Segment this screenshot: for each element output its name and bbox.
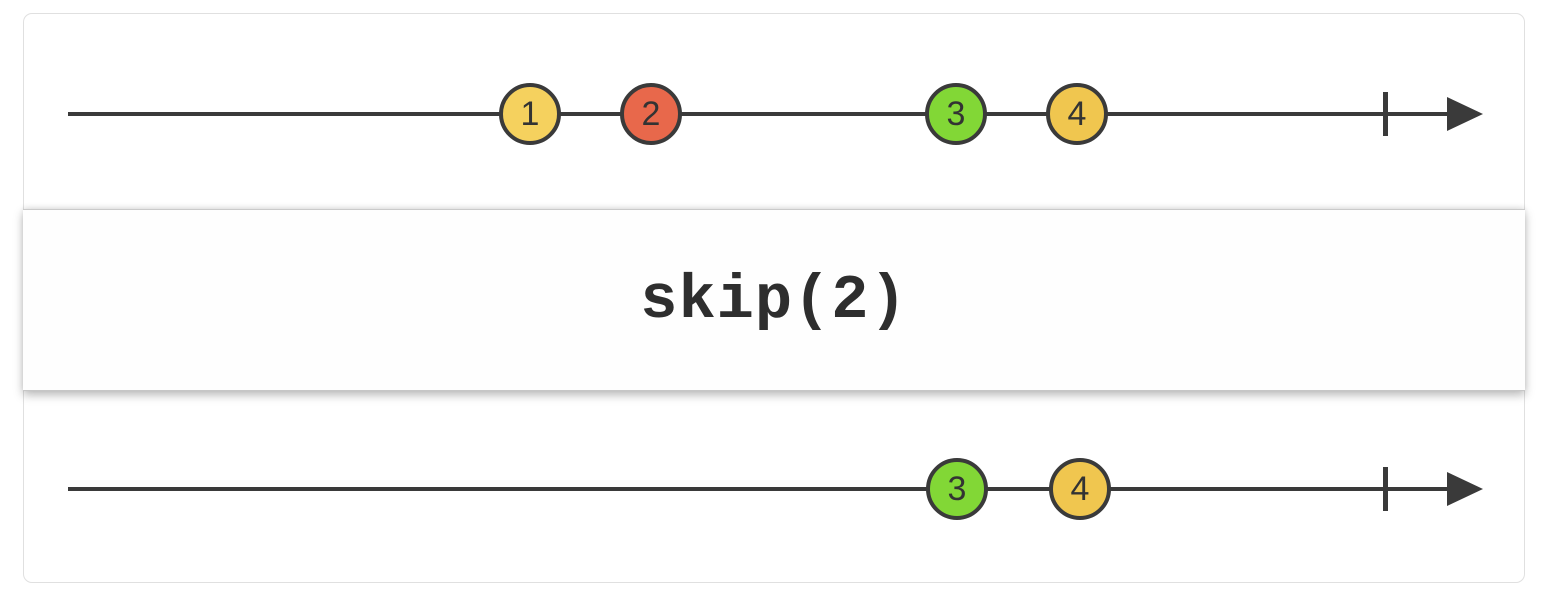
marble-3: 3 xyxy=(926,458,988,520)
marble-3[interactable]: 3 xyxy=(925,83,987,145)
output-timeline-line xyxy=(68,487,1458,491)
marble-4[interactable]: 4 xyxy=(1046,83,1108,145)
output-complete-tick xyxy=(1383,467,1388,511)
input-complete-tick[interactable] xyxy=(1383,92,1388,136)
operator-label: skip(2) xyxy=(640,264,908,336)
output-arrowhead-icon xyxy=(1447,472,1483,506)
input-timeline-line xyxy=(68,112,1458,116)
marble-2[interactable]: 2 xyxy=(620,83,682,145)
input-arrowhead-icon xyxy=(1447,97,1483,131)
operator-box: skip(2) xyxy=(23,209,1525,391)
marble-4: 4 xyxy=(1049,458,1111,520)
marble-1[interactable]: 1 xyxy=(499,83,561,145)
